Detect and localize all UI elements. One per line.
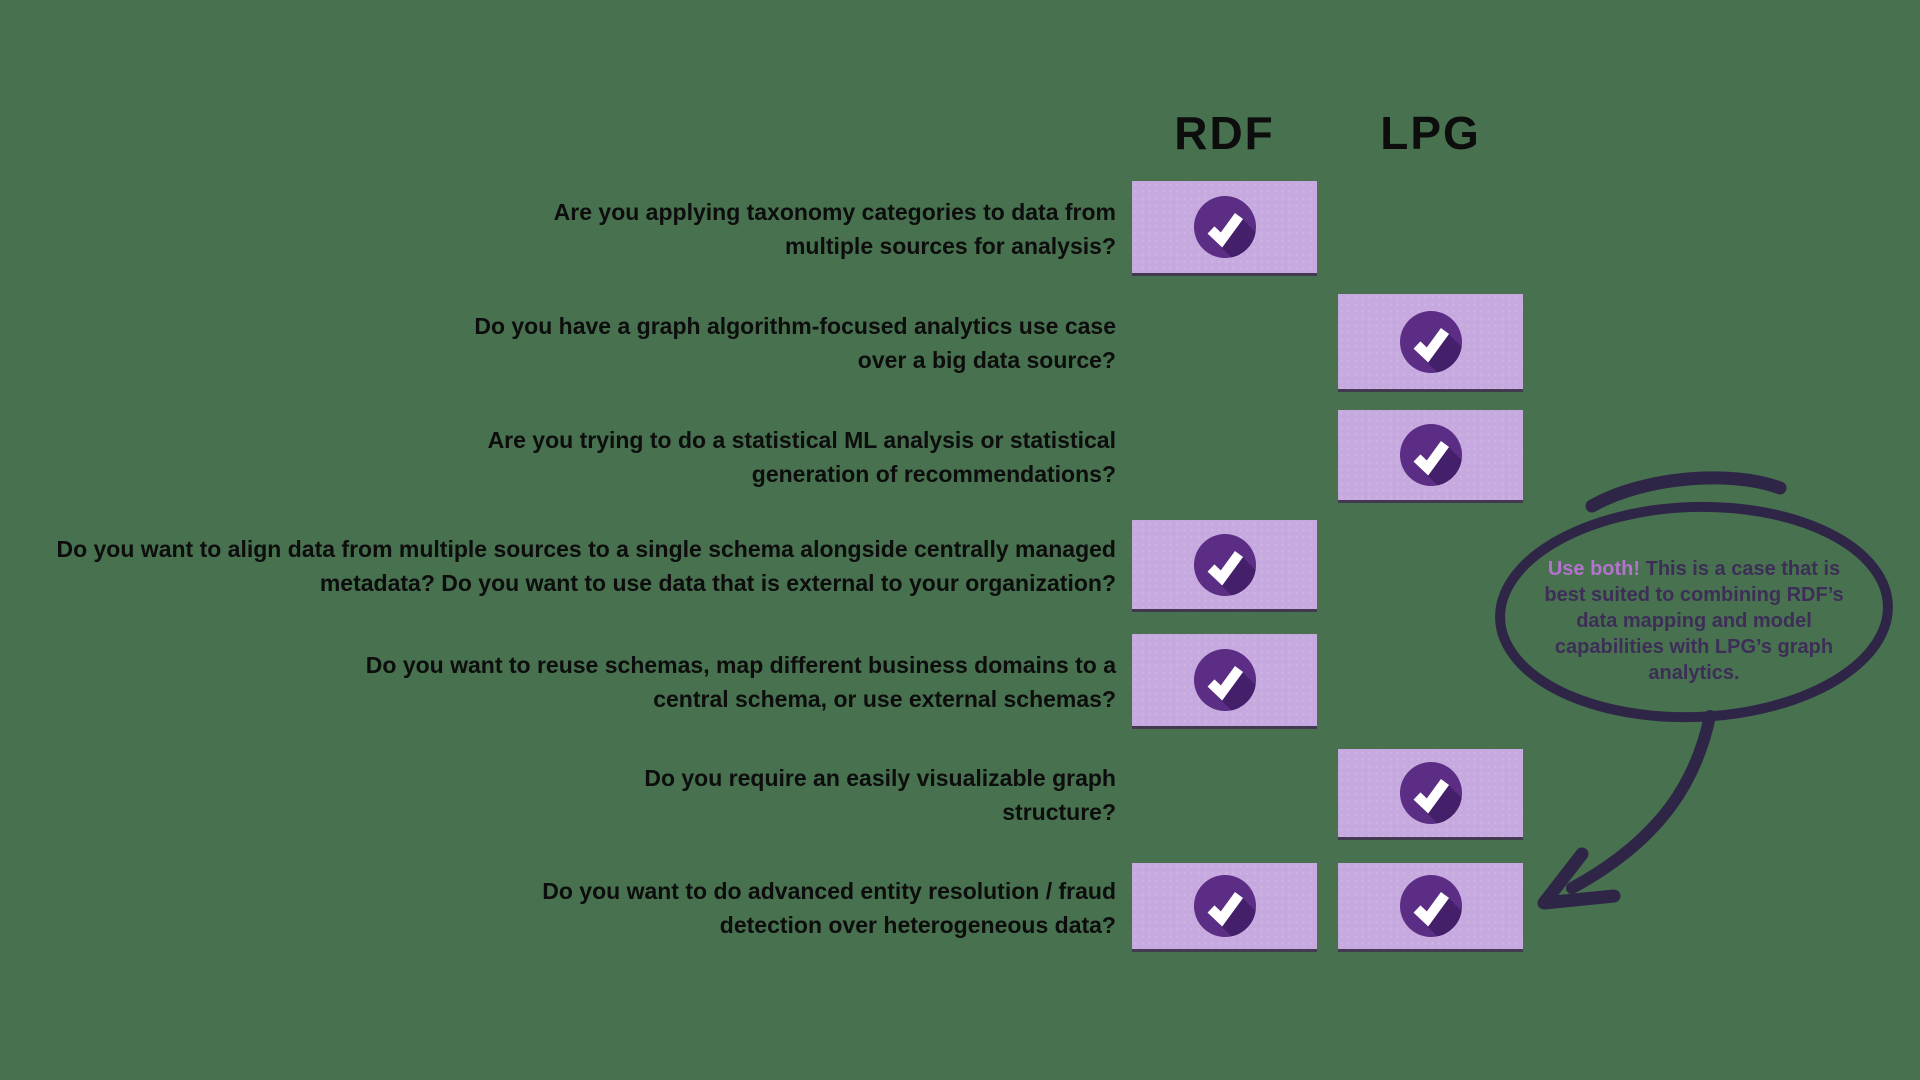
- checkmark-icon: [1193, 533, 1256, 596]
- rdf-check-cell: [1132, 634, 1317, 729]
- question-text: Are you applying taxonomy categories to …: [553, 198, 1116, 259]
- checkmark-icon: [1399, 762, 1462, 824]
- comparison-row: Are you applying taxonomy categories to …: [0, 181, 1920, 276]
- question-text: Do you want to do advanced entity resolu…: [542, 877, 1116, 938]
- checkmark-icon: [1193, 649, 1256, 711]
- question-text: Are you trying to do a statistical ML an…: [487, 426, 1116, 487]
- rdf-check-cell: [1132, 181, 1317, 276]
- comparison-row: Do you require an easily visualizable gr…: [0, 749, 1920, 840]
- comparison-row: Do you have a graph algorithm-focused an…: [0, 294, 1920, 392]
- checkmark-icon: [1193, 875, 1256, 937]
- callout-text: Use both! This is a case that is best su…: [1540, 556, 1848, 686]
- comparison-row: Do you want to do advanced entity resolu…: [0, 863, 1920, 952]
- column-header-lpg: LPG: [1380, 107, 1481, 159]
- rdf-check-cell: [1132, 863, 1317, 952]
- checkmark-icon: [1399, 424, 1462, 486]
- question-text: Do you require an easily visualizable gr…: [644, 764, 1116, 825]
- callout-lead: Use both!: [1547, 558, 1641, 580]
- question-text: Do you want to align data from multiple …: [56, 536, 1116, 596]
- checkmark-icon: [1193, 196, 1256, 258]
- rdf-check-cell: [1132, 520, 1317, 612]
- checkmark-icon: [1399, 310, 1462, 373]
- checkmark-icon: [1399, 875, 1462, 937]
- comparison-row: Are you trying to do a statistical ML an…: [0, 410, 1920, 503]
- lpg-check-cell: [1338, 294, 1523, 392]
- lpg-check-cell: [1338, 749, 1523, 840]
- callout-body: This is a case that is best suited to co…: [1544, 558, 1844, 684]
- comparison-row: Do you want to reuse schemas, map differ…: [0, 634, 1920, 729]
- lpg-check-cell: [1338, 410, 1523, 503]
- comparison-row: Do you want to align data from multiple …: [0, 520, 1920, 612]
- question-text: Do you have a graph algorithm-focused an…: [474, 313, 1116, 373]
- column-header-rdf: RDF: [1174, 107, 1275, 159]
- question-text: Do you want to reuse schemas, map differ…: [365, 651, 1116, 712]
- lpg-check-cell: [1338, 863, 1523, 952]
